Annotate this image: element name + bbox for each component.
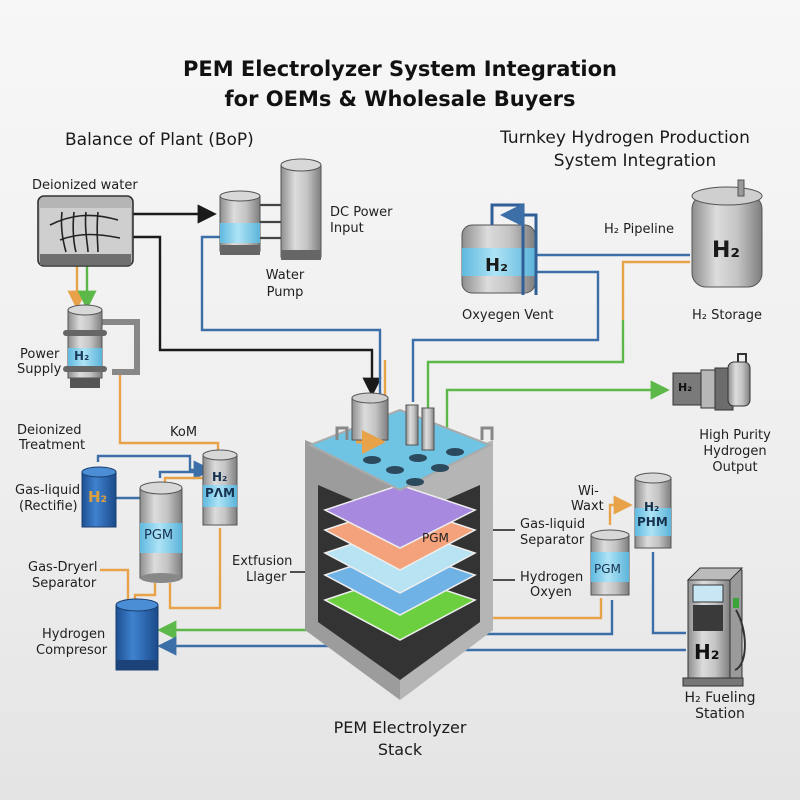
power-supply-vessel	[63, 304, 140, 388]
hydrogen-compressor-vessel	[115, 598, 159, 671]
label-water-pump-1: Water	[265, 268, 305, 283]
label-gas-liquid-separator-2: Separator	[520, 533, 585, 548]
label-stack-2: Stack	[377, 740, 423, 759]
pipe-pump-to-stack	[200, 235, 382, 395]
pipe-psu-to-kom	[118, 370, 220, 460]
phm-vessel-right	[634, 472, 672, 549]
label-deionized-water: Deionized water	[32, 178, 138, 193]
mark-pgm-left: PGM	[144, 528, 174, 543]
mark-phm-left: PΛM	[205, 486, 236, 500]
pipe-dryer-to-comp	[100, 568, 130, 605]
label-gas-liquid-1: Gas-liquid	[15, 483, 81, 498]
label-fueling-1: H₂ Fueling	[684, 690, 756, 706]
pipe-pgm-to-phm	[158, 470, 210, 478]
label-hydrogen-compressor-1: Hydrogen	[42, 627, 106, 642]
label-wi-waxt-1: Wi-	[578, 484, 599, 499]
pipe-pgm-to-phm-right	[608, 495, 633, 525]
mark-phm-right: PHM	[637, 515, 668, 529]
page-title-line2: for OEMs & Wholesale Buyers	[224, 87, 576, 111]
pipe-phm-to-fueling	[651, 552, 686, 635]
label-fueling-2: Station	[695, 706, 745, 722]
stack-layer-purple	[323, 484, 477, 549]
label-gas-liquid-separator-1: Gas-liquid	[520, 517, 586, 532]
pipe-rect-to-phm	[96, 454, 213, 480]
label-power-supply-1: Power	[20, 347, 60, 362]
section-turnkey-heading-line1: Turnkey Hydrogen Production	[500, 128, 750, 148]
label-kom: KoM	[170, 425, 198, 440]
section-turnkey-heading-line2: System Integration	[553, 151, 717, 171]
deionized-water-tank	[37, 195, 134, 267]
label-h2-pipeline: H₂ Pipeline	[604, 222, 674, 237]
label-water-pump-2: Pump	[266, 285, 304, 300]
label-high-purity-2: Hydrogen	[703, 444, 767, 459]
section-bop-heading: Balance of Plant (BoP)	[65, 130, 254, 150]
mark-fueling-h2: H₂	[694, 640, 720, 664]
pgm-vessel-left	[139, 481, 183, 583]
mark-stack-pgm: PGM	[422, 531, 449, 545]
label-dc-power-1: DC Power	[330, 205, 393, 220]
dc-power-tank	[280, 158, 322, 260]
pgm-vessel-right	[590, 529, 630, 596]
pipe-stack-orange-right	[465, 598, 603, 620]
pipe-storage-to-stack	[621, 260, 690, 320]
h2-storage-tank	[691, 179, 763, 288]
label-deionized-treatment-1: Deionized	[17, 423, 82, 438]
mark-rectifier-h2: H₂	[88, 488, 108, 506]
label-stack-1: PEM Electrolyzer	[333, 718, 467, 737]
label-extfusion-2: Llager	[246, 570, 287, 585]
pipe-di-to-stack	[132, 235, 382, 397]
label-gas-dryer-2: Separator	[32, 576, 97, 591]
label-high-purity-3: Output	[712, 460, 758, 475]
label-dc-power-2: Input	[330, 221, 364, 236]
label-extfusion-1: Extfusion	[232, 554, 293, 569]
label-power-supply-2: Supply	[17, 362, 62, 377]
label-hydrogen-oxyen-1: Hydrogen	[520, 570, 584, 585]
pem-electrolyzer-stack	[305, 392, 494, 700]
mark-phm-right-h2: H₂	[644, 500, 660, 514]
label-wi-waxt-2: Waxt	[571, 499, 604, 514]
label-hydrogen-compressor-2: Compresor	[36, 643, 108, 658]
mark-vent-h2: H₂	[485, 255, 508, 276]
page-title-line1: PEM Electrolyzer System Integration	[182, 57, 618, 81]
phm-vessel-left	[202, 449, 238, 526]
pipe-vent-to-stack	[411, 270, 600, 402]
label-h2-storage: H₂ Storage	[692, 308, 762, 323]
label-deionized-treatment-2: Treatment	[19, 438, 86, 453]
high-purity-output-unit	[672, 353, 751, 411]
pipe-storage-to-stack-green	[426, 320, 625, 408]
mark-pgm-right: PGM	[594, 562, 621, 576]
label-high-purity-1: High Purity	[699, 428, 771, 443]
oxygen-vent-tank	[461, 203, 538, 295]
label-gas-dryer-1: Gas-Dryerl	[28, 560, 98, 575]
mark-phm-left-h2: H₂	[212, 470, 228, 484]
pipe-stack-blue-right	[460, 600, 614, 636]
label-oxygen-vent: Oxyegen Vent	[462, 308, 554, 323]
h2-fueling-station	[682, 567, 746, 687]
label-hydrogen-oxyen-2: Oxyen	[530, 585, 572, 600]
pipe-phm-to-comp	[168, 528, 222, 610]
water-pump	[219, 190, 283, 255]
pipe-pgm-orange	[163, 476, 205, 483]
mark-storage-h2: H₂	[712, 238, 741, 263]
mark-output-h2: H₂	[678, 381, 693, 394]
gas-liquid-rectifier-vessel	[81, 466, 117, 528]
label-gas-liquid-2: (Rectifie)	[19, 499, 78, 514]
mark-psu-h2: H₂	[74, 349, 90, 363]
